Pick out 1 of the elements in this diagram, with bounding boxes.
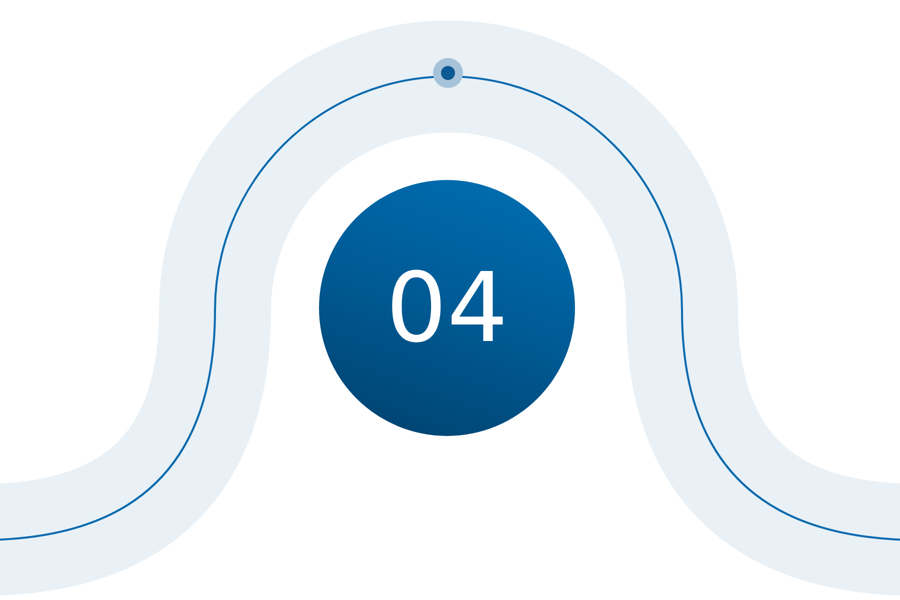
step-number: 04 bbox=[386, 260, 508, 356]
